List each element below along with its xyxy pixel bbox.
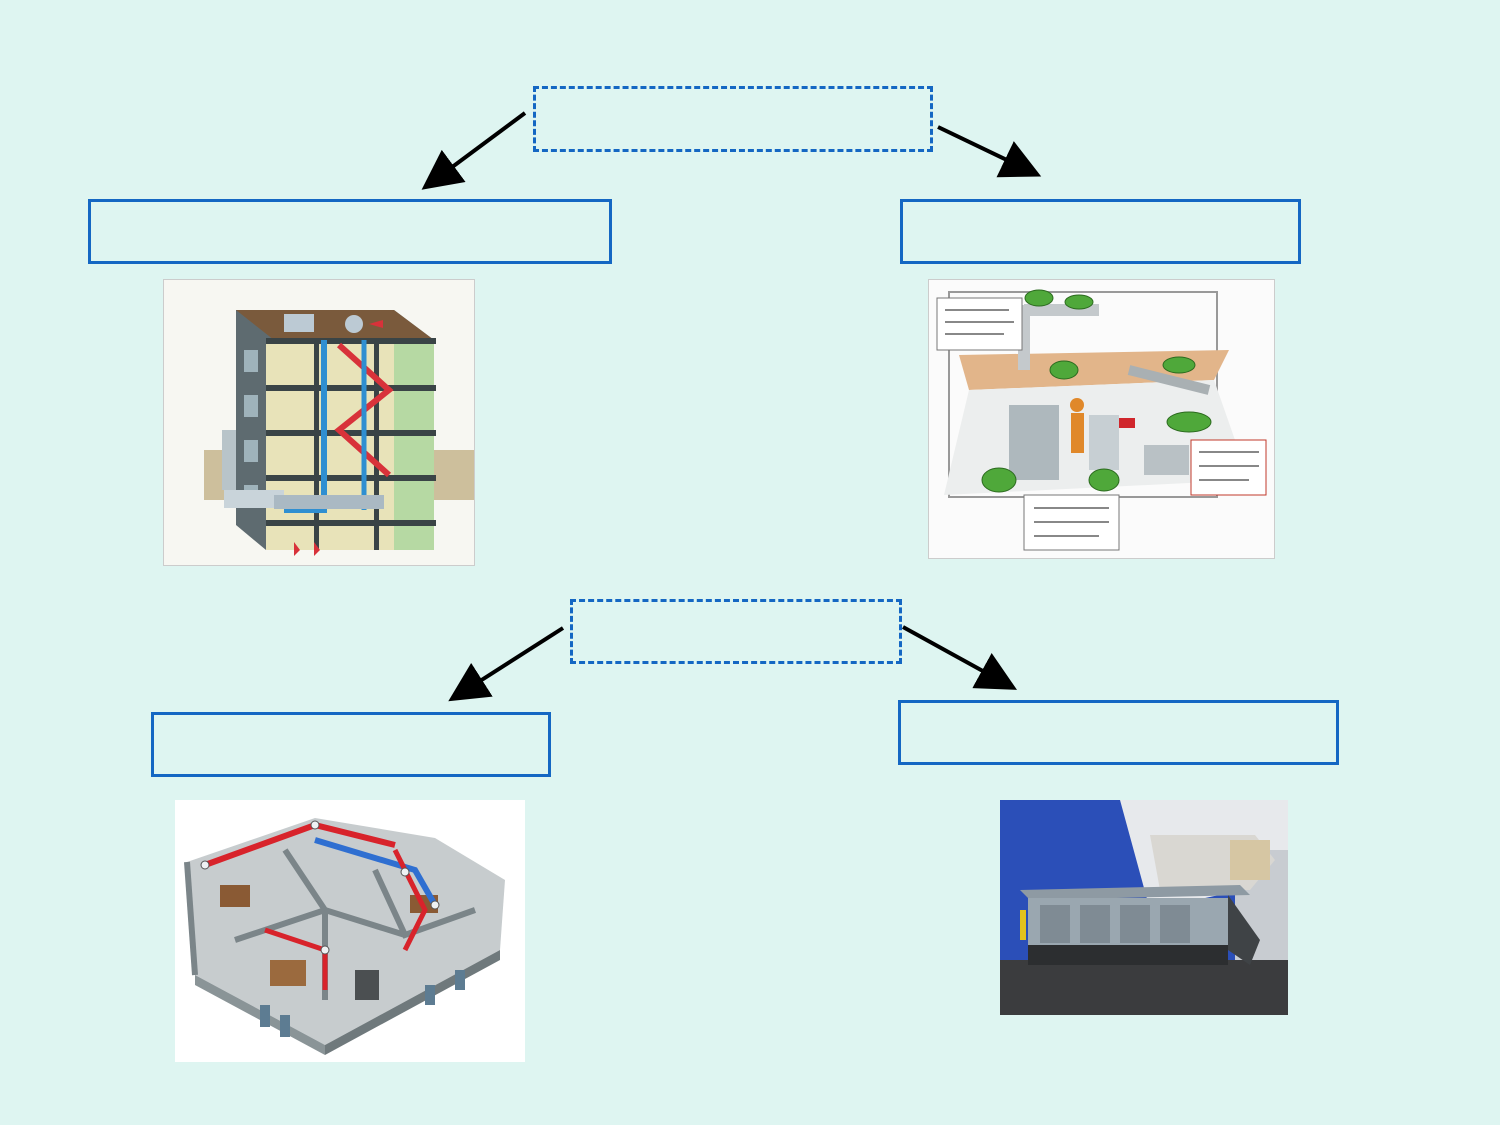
bottom-category-label [573,602,899,661]
top-right-type-box [900,199,1301,264]
bottom-right-type-box [898,700,1339,765]
industrial-workshop-icon [929,280,1274,558]
top-category-box [533,86,933,152]
apartment-duct-icon [175,800,525,1062]
bottom-left-type-box [151,712,551,777]
top-right-type-label [903,202,1298,261]
air-handling-unit-icon [1000,800,1288,1015]
arrow-bottom-right [902,625,1018,690]
arrow-bottom-left [448,626,565,702]
bottom-left-type-label [154,715,548,774]
top-left-type-box [88,199,612,264]
building-cutaway-icon [164,280,474,565]
industrial-ventilation-image [928,279,1275,559]
top-category-label [536,89,930,149]
arrow-top-right [937,125,1042,178]
building-ventilation-image [163,279,475,566]
arrow-top-left [421,111,527,190]
bottom-right-type-label [901,703,1336,762]
apartment-ventilation-image [175,800,525,1062]
air-handling-unit-image [1000,800,1288,1015]
bottom-category-box [570,599,902,664]
top-left-type-label [91,202,609,261]
